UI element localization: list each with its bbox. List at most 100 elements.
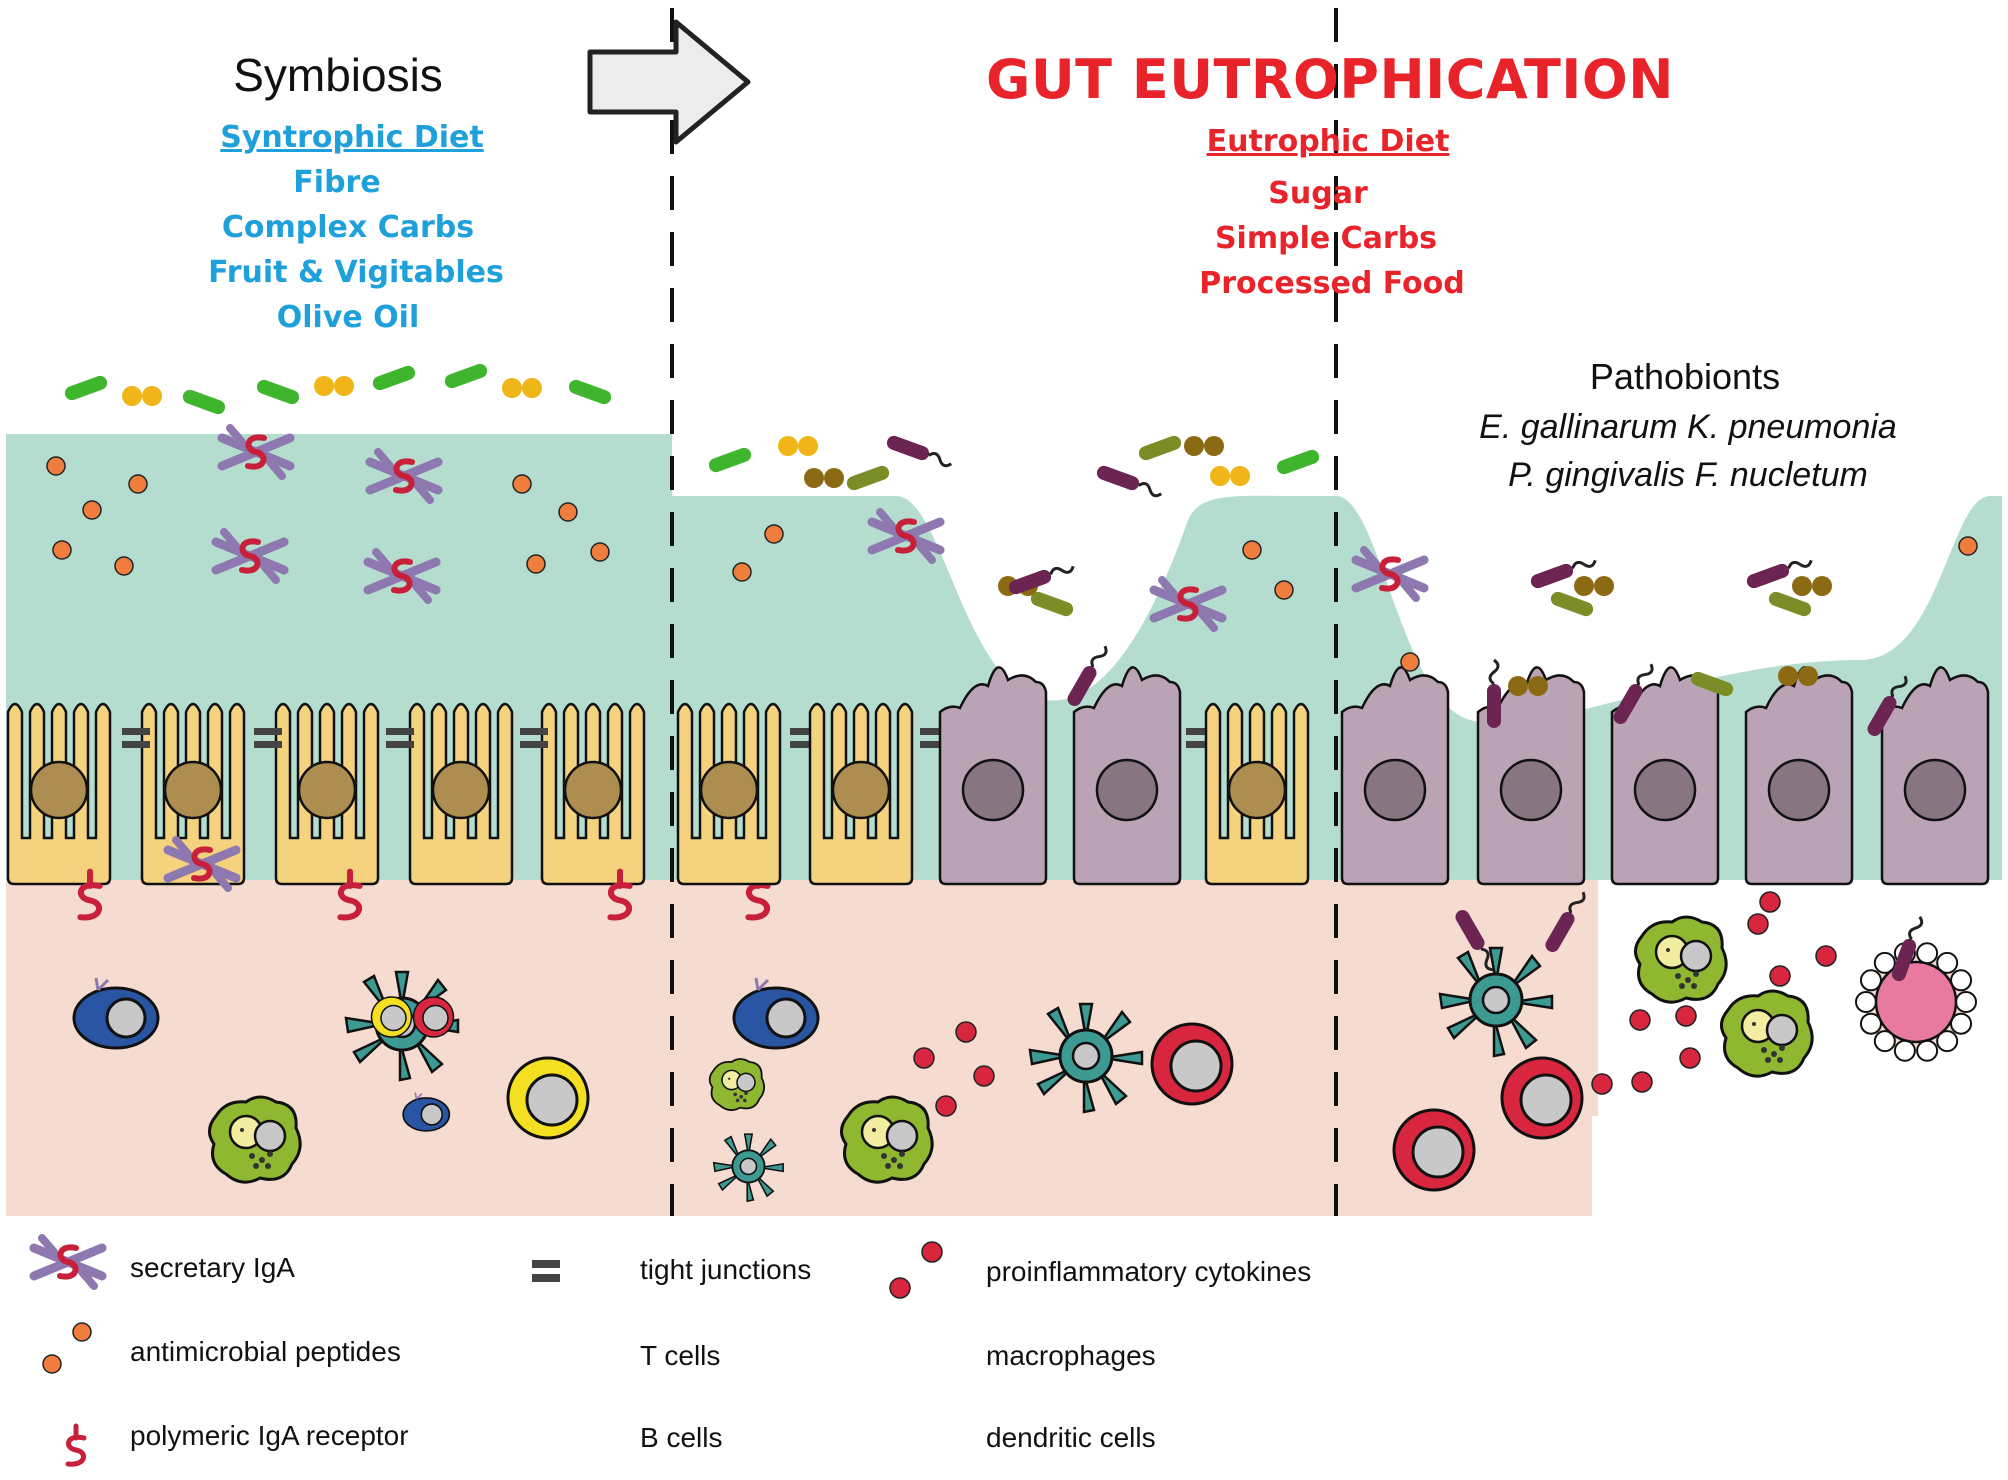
eutrophic-item: Processed Food — [1199, 266, 1465, 301]
tight-junction-icon — [520, 741, 548, 748]
legend-peptides-label: antimicrobial peptides — [130, 1336, 401, 1367]
cytokine — [935, 1095, 957, 1117]
infected-cell-bleb — [1936, 951, 1959, 974]
cytokine — [1629, 1009, 1651, 1031]
pathobiont-rod — [1005, 558, 1078, 598]
tight-junction-icon — [122, 741, 150, 748]
tight-junction-icon — [520, 728, 548, 735]
pathobionts-title: Pathobionts — [1589, 356, 1781, 397]
syntrophic-item: Complex Carbs — [221, 210, 475, 245]
legend-b-cells-label: B cells — [640, 1422, 723, 1453]
bacterium-coccus — [1184, 436, 1224, 456]
macrophage — [207, 1095, 302, 1184]
t-cell — [1500, 1056, 1584, 1140]
legend-dendritic-label: dendritic cells — [986, 1422, 1156, 1453]
antimicrobial-peptide — [128, 474, 148, 494]
gut-eutrophication-title: GUT EUTROPHICATION — [986, 48, 1674, 111]
infected-cell-bleb — [1916, 1039, 1939, 1062]
cytokine — [1679, 1047, 1701, 1069]
eutrophic-item: Sugar — [1268, 176, 1368, 211]
bacterium-rod — [844, 463, 892, 493]
cytokine — [1631, 1071, 1653, 1093]
bacterium-coccus — [502, 378, 542, 398]
antimicrobial-peptide — [512, 474, 532, 494]
bacterium-coccus — [1792, 576, 1832, 596]
cytokine — [1591, 1073, 1613, 1095]
bacterium-rod — [254, 377, 302, 407]
antimicrobial-peptide — [732, 562, 752, 582]
tight-junction-icon — [920, 728, 948, 735]
cytokine — [955, 1021, 977, 1043]
macrophage — [1633, 915, 1728, 1004]
bacterium-rod — [442, 361, 490, 391]
legend-iga-label: secretary IgA — [130, 1252, 295, 1283]
pathobiont-rod — [1093, 462, 1166, 502]
infected-cell — [1874, 960, 1958, 1044]
antimicrobial-peptide — [1242, 540, 1262, 560]
legend-tight-junctions-label: tight junctions — [640, 1254, 812, 1285]
cytokine — [1747, 913, 1769, 935]
bacterium-coccus — [1210, 466, 1250, 486]
bacterium-coccus — [122, 386, 162, 406]
tight-junction-icon — [1186, 741, 1214, 748]
eutrophic-item: Simple Carbs — [1214, 221, 1438, 256]
t-cell — [1392, 1108, 1476, 1192]
tight-junction-icon — [386, 741, 414, 748]
tight-junction-icon — [1186, 728, 1214, 735]
syntrophic-item: Olive Oil — [276, 300, 420, 335]
cytokine — [1675, 1005, 1697, 1027]
t-cell — [1150, 1022, 1234, 1106]
legend-macrophage-icon — [708, 1058, 766, 1111]
tight-junction-icon — [122, 728, 150, 735]
cytokine — [973, 1065, 995, 1087]
bacterium-coccus — [314, 376, 354, 396]
cytokine — [913, 1047, 935, 1069]
cytokine — [1769, 965, 1791, 987]
legend-peptide-icon — [72, 1322, 92, 1342]
legend-cytokine-icon — [921, 1241, 943, 1263]
legend-pigr-label: polymeric IgA receptor — [130, 1420, 409, 1451]
antimicrobial-peptide — [1958, 536, 1978, 556]
antimicrobial-peptide — [590, 542, 610, 562]
infected-cell-bleb — [1855, 991, 1877, 1013]
pathobiont-rod — [1485, 658, 1503, 730]
immune-cells — [72, 887, 1977, 1192]
antimicrobial-peptide — [46, 456, 66, 476]
antimicrobial-peptide — [764, 524, 784, 544]
bacterium-rod — [1028, 589, 1076, 619]
legend-pigr-icon — [68, 1426, 84, 1464]
t-cell — [506, 1056, 590, 1140]
cytokine — [1759, 891, 1781, 913]
legend-t-cell-yellow-icon — [370, 996, 413, 1038]
legend-t-cells-label: T cells — [640, 1340, 721, 1371]
symbiosis-title: Symbiosis — [233, 49, 443, 101]
infected-cell-bleb — [1955, 991, 1977, 1013]
tight-junction-icon — [254, 728, 282, 735]
antimicrobial-peptide — [1274, 580, 1294, 600]
infected-cell-bleb — [1873, 951, 1896, 974]
eutrophic-diet-title: Eutrophic Diet — [1206, 124, 1450, 159]
macrophage — [1719, 989, 1814, 1078]
legend-symbols — [34, 996, 943, 1464]
tight-junction-icon — [386, 728, 414, 735]
epithelium-healthy — [6, 702, 1214, 917]
infected-cell-bleb — [1936, 1030, 1959, 1053]
mucus-contents — [46, 428, 1978, 672]
legend-iga-icon — [34, 1238, 102, 1286]
infected-cell-bleb — [1893, 1039, 1916, 1062]
bacterium-coccus — [1574, 576, 1614, 596]
cytokine — [1815, 945, 1837, 967]
transition-arrow-icon — [587, 19, 751, 145]
pathobiont-rod — [883, 432, 956, 472]
syntrophic-item: Fibre — [293, 165, 381, 200]
legend-macrophages-label: macrophages — [986, 1340, 1156, 1371]
tight-junction-icon — [920, 741, 948, 748]
legend-tight-junction-icon — [532, 1260, 560, 1268]
bacterium-rod — [566, 377, 614, 407]
bacterium-rod — [370, 363, 418, 393]
antimicrobial-peptide — [1400, 652, 1420, 672]
syntrophic-diet-title: Syntrophic Diet — [220, 120, 484, 155]
bacterium-coccus — [804, 468, 844, 488]
lamina-propria — [6, 880, 1598, 1216]
